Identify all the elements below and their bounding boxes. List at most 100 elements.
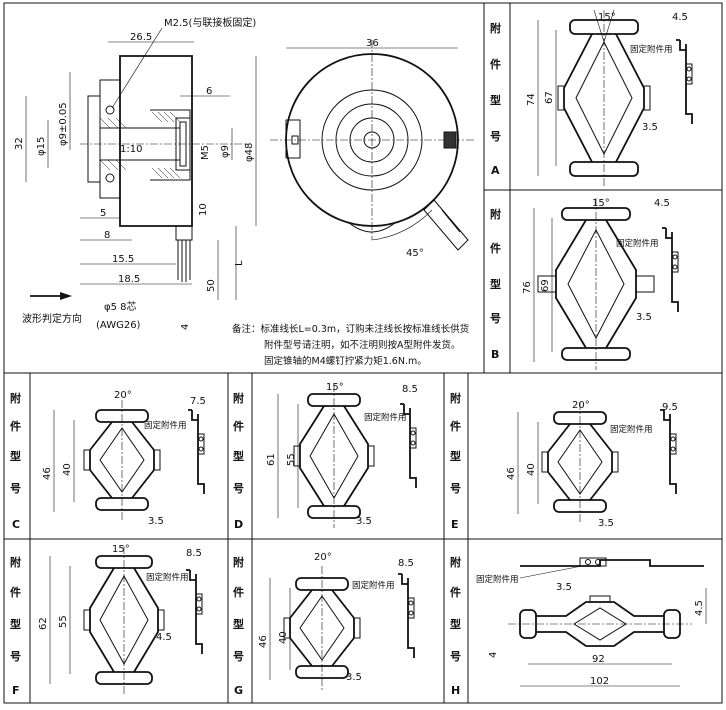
panel-a-callout: 固定附件用 (630, 44, 673, 55)
dim-6: 6 (206, 86, 212, 97)
panel-b-letter: B (491, 348, 499, 361)
panel-c-h-outer: 46 (42, 467, 53, 480)
panel-g-letter: G (234, 684, 243, 697)
panel-a-char-2: 件 (490, 57, 501, 71)
panel-h-height: 4.5 (694, 600, 705, 616)
panel-e-char-1: 附 (450, 391, 461, 405)
dim-8: 8 (104, 230, 110, 241)
panel-c-char-3: 型 (10, 449, 21, 463)
panel-f-char-3: 型 (10, 617, 21, 631)
dim-15-5: 15.5 (112, 254, 134, 265)
frame (3, 2, 723, 704)
panel-f-h-outer: 62 (38, 617, 49, 630)
panel-b: 附 件 型 号 B 15° 4.5 固定附件用 76 69 3.5 (490, 198, 679, 370)
notes: 备注：标准线长L=0.3m，订购未注线长按标准线长供货 附件型号请注明，如不注明… (232, 323, 469, 367)
dim-45deg: 45° (406, 248, 424, 259)
panel-e-char-2: 件 (450, 419, 461, 433)
panel-e: 附 件 型 号 E 20° 9.5 固定附件用 46 40 3.5 (450, 391, 678, 531)
dim-50: 50 (206, 279, 217, 292)
panel-c-char-1: 附 (10, 391, 21, 405)
panel-h-char-3: 型 (450, 617, 461, 631)
dim-phi9-tol: φ9±0.05 (58, 102, 69, 146)
panel-f: 附 件 型 号 F 15° 8.5 固定附件用 62 55 4.5 (10, 544, 203, 697)
panel-e-char-3: 型 (450, 449, 461, 463)
note-line-3: 固定锥轴的M4螺钉拧紧力矩1.6N.m。 (264, 355, 427, 367)
panel-b-offset: 4.5 (654, 198, 670, 209)
wave-direction-label: 波形判定方向 (22, 312, 82, 325)
panel-d: 附 件 型 号 D 15° 8.5 固定附件用 61 55 3.5 (233, 382, 418, 531)
panel-b-h-outer: 76 (522, 281, 533, 294)
dim-L: L (234, 260, 245, 266)
panel-c: 附 件 型 号 C 20° 7.5 固定附件用 46 40 3.5 (10, 390, 206, 531)
panel-h-offset: 3.5 (556, 582, 572, 593)
thread-note: M2.5(与联接板固定) (164, 16, 256, 29)
panel-b-char-3: 型 (490, 277, 501, 291)
panel-d-thickness: 3.5 (356, 516, 372, 527)
note-line-1: 备注：标准线长L=0.3m，订购未注线长按标准线长供货 (232, 323, 469, 335)
panel-f-char-1: 附 (10, 555, 21, 569)
dim-5: 5 (100, 208, 106, 219)
panel-f-letter: F (12, 684, 20, 697)
panel-g-h-outer: 46 (258, 635, 269, 648)
panel-g-h-inner: 40 (278, 631, 289, 644)
front-view: 36 45° (270, 38, 474, 259)
panel-d-char-1: 附 (233, 391, 244, 405)
dim-26-5: 26.5 (130, 32, 152, 43)
panel-d-letter: D (234, 518, 243, 531)
panel-c-callout: 固定附件用 (144, 420, 187, 431)
panel-b-thickness: 3.5 (636, 312, 652, 323)
taper-label: 1:10 (120, 144, 142, 155)
panel-g-char-1: 附 (233, 555, 244, 569)
panel-h-inner: 92 (592, 654, 605, 665)
panel-b-char-2: 件 (490, 241, 501, 255)
panel-b-char-1: 附 (490, 207, 501, 221)
panel-h-outer: 102 (590, 676, 609, 687)
panel-f-angle: 15° (112, 544, 130, 555)
note-line-2: 附件型号请注明，如不注明则按A型附件发货。 (264, 339, 461, 351)
dim-phi48: φ48 (244, 143, 255, 162)
panel-f-char-4: 号 (10, 650, 21, 663)
panel-c-letter: C (12, 518, 20, 531)
panel-c-angle: 20° (114, 390, 132, 401)
panel-a-offset: 4.5 (672, 12, 688, 23)
panel-c-thickness: 3.5 (148, 516, 164, 527)
panel-a-thickness: 3.5 (642, 122, 658, 133)
panel-e-thickness: 3.5 (598, 518, 614, 529)
panel-g-char-3: 型 (233, 617, 244, 631)
panel-a-angle: 15° (598, 12, 616, 23)
dim-m5: M5 (200, 145, 211, 160)
panel-a: 附 件 型 号 A 15° 4.5 固定附件用 74 67 3.5 (490, 9, 693, 186)
dim-36: 36 (366, 38, 379, 49)
panel-e-angle: 20° (572, 400, 590, 411)
panel-f-char-2: 件 (10, 585, 21, 599)
panel-b-h-inner: 69 (540, 279, 551, 292)
panel-h-char-2: 件 (450, 585, 461, 599)
dim-4: 4 (180, 324, 191, 330)
panel-c-offset: 7.5 (190, 396, 206, 407)
panel-e-offset: 9.5 (662, 402, 678, 413)
cable-spec: φ5 8芯 (104, 300, 137, 313)
panel-e-h-outer: 46 (506, 467, 517, 480)
panel-d-angle: 15° (326, 382, 344, 393)
panel-d-char-4: 号 (233, 482, 244, 495)
panel-c-h-inner: 40 (62, 463, 73, 476)
panel-e-h-inner: 40 (526, 463, 537, 476)
panel-a-char-1: 附 (490, 21, 501, 35)
panel-f-callout: 固定附件用 (146, 572, 189, 583)
panel-h: 附 件 型 号 H 固定附件用 3.5 4 4.5 92 102 (450, 555, 707, 697)
panel-e-char-4: 号 (450, 482, 461, 495)
panel-d-offset: 8.5 (402, 384, 418, 395)
panel-d-h-outer: 61 (266, 453, 277, 466)
panel-a-letter: A (491, 164, 500, 177)
panel-g-char-2: 件 (233, 585, 244, 599)
panel-e-callout: 固定附件用 (610, 424, 653, 435)
panel-g-callout: 固定附件用 (352, 580, 395, 591)
panel-g-thickness: 3.5 (346, 672, 362, 683)
panel-g: 附 件 型 号 G 20° 8.5 固定附件用 46 40 3.5 (233, 552, 415, 697)
dim-phi9: φ9 (220, 145, 231, 158)
panel-f-offset: 8.5 (186, 548, 202, 559)
panel-h-letter: H (451, 684, 460, 697)
panel-h-char-4: 号 (450, 650, 461, 663)
